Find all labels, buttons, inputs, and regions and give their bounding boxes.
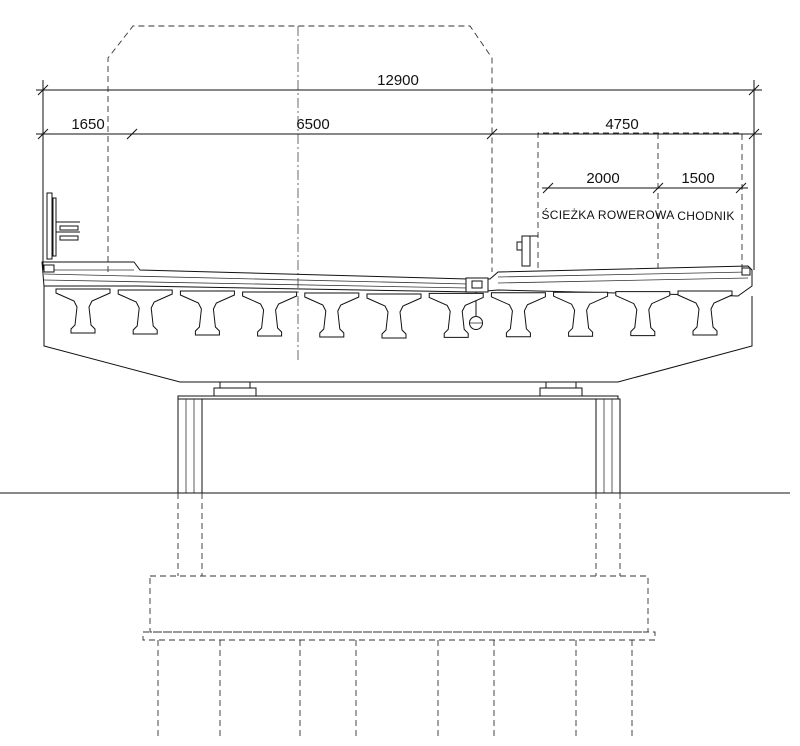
- dimension-total: 12900: [36, 72, 762, 270]
- girder: [366, 293, 422, 339]
- dimension-total-label: 12900: [377, 72, 419, 89]
- girder: [553, 291, 609, 337]
- girder: [117, 289, 173, 335]
- bent-cap: [43, 286, 753, 383]
- underground-columns: [177, 493, 621, 576]
- girder: [304, 292, 360, 338]
- foundation-piles: [157, 640, 633, 738]
- left-barrier: [46, 192, 80, 260]
- precast-girders: [55, 288, 733, 339]
- girder: [55, 288, 111, 334]
- left-column: [177, 398, 203, 494]
- vehicle-clearance-gauge: [107, 25, 493, 272]
- deck-slab: [41, 261, 753, 297]
- right-railing-post: [516, 235, 538, 267]
- right-bearing: [539, 381, 583, 397]
- sidewalk-label: CHODNIK: [677, 209, 734, 223]
- girder: [677, 290, 733, 336]
- pile-cap: [142, 575, 656, 641]
- right-column: [595, 398, 621, 494]
- dimension-row-3: 2000 1500: [542, 170, 748, 194]
- dimension-row-2: 1650 6500 4750: [36, 116, 762, 140]
- bike-path-label: ŚCIEŻKA ROWEROWA: [541, 207, 674, 222]
- pedestrian-clearance-gauge: [537, 132, 743, 268]
- dimension-right-part-label: 4750: [605, 116, 638, 133]
- dimension-left-cornice-label: 1650: [71, 116, 104, 133]
- dimension-bike-path-label: 2000: [586, 170, 619, 187]
- girder: [242, 291, 298, 337]
- pier-crossbeam: [177, 395, 619, 400]
- girder: [179, 290, 235, 336]
- girder: [428, 292, 484, 338]
- dimension-roadway-label: 6500: [296, 116, 329, 133]
- dimension-sidewalk-label: 1500: [681, 170, 714, 187]
- girder: [615, 291, 671, 337]
- left-bearing: [213, 381, 257, 397]
- girder: [490, 292, 546, 338]
